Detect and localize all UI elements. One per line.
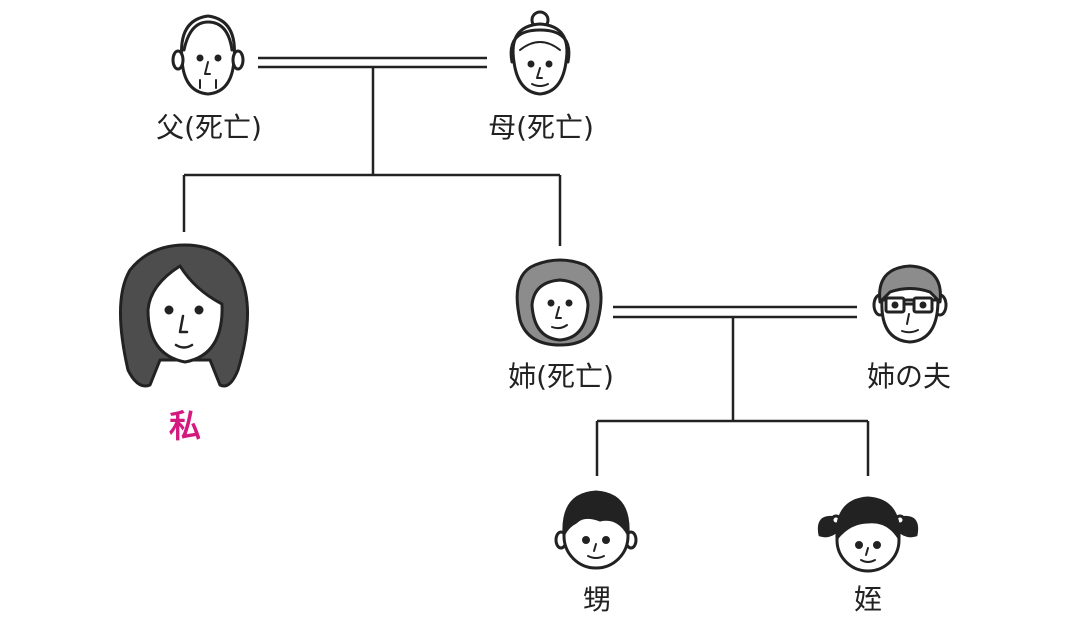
father-face-icon [171,14,245,96]
nephew-label: 甥 [582,583,612,616]
father-label: 父(死亡) [156,111,262,144]
niece-face-icon [817,496,919,573]
sister-husband-label: 姉の夫 [866,360,952,393]
connectors [182,56,870,476]
mother-label: 母(死亡) [488,111,594,144]
sister-face-icon [515,258,603,347]
nephew-face-icon [554,490,638,570]
me-label: 私 [168,407,202,445]
mother-face-icon [509,10,571,96]
sister-label: 姉(死亡) [508,360,614,393]
sister-husband-face-icon [872,264,948,344]
me-face-icon [118,243,249,388]
niece-label: 姪 [853,583,883,616]
